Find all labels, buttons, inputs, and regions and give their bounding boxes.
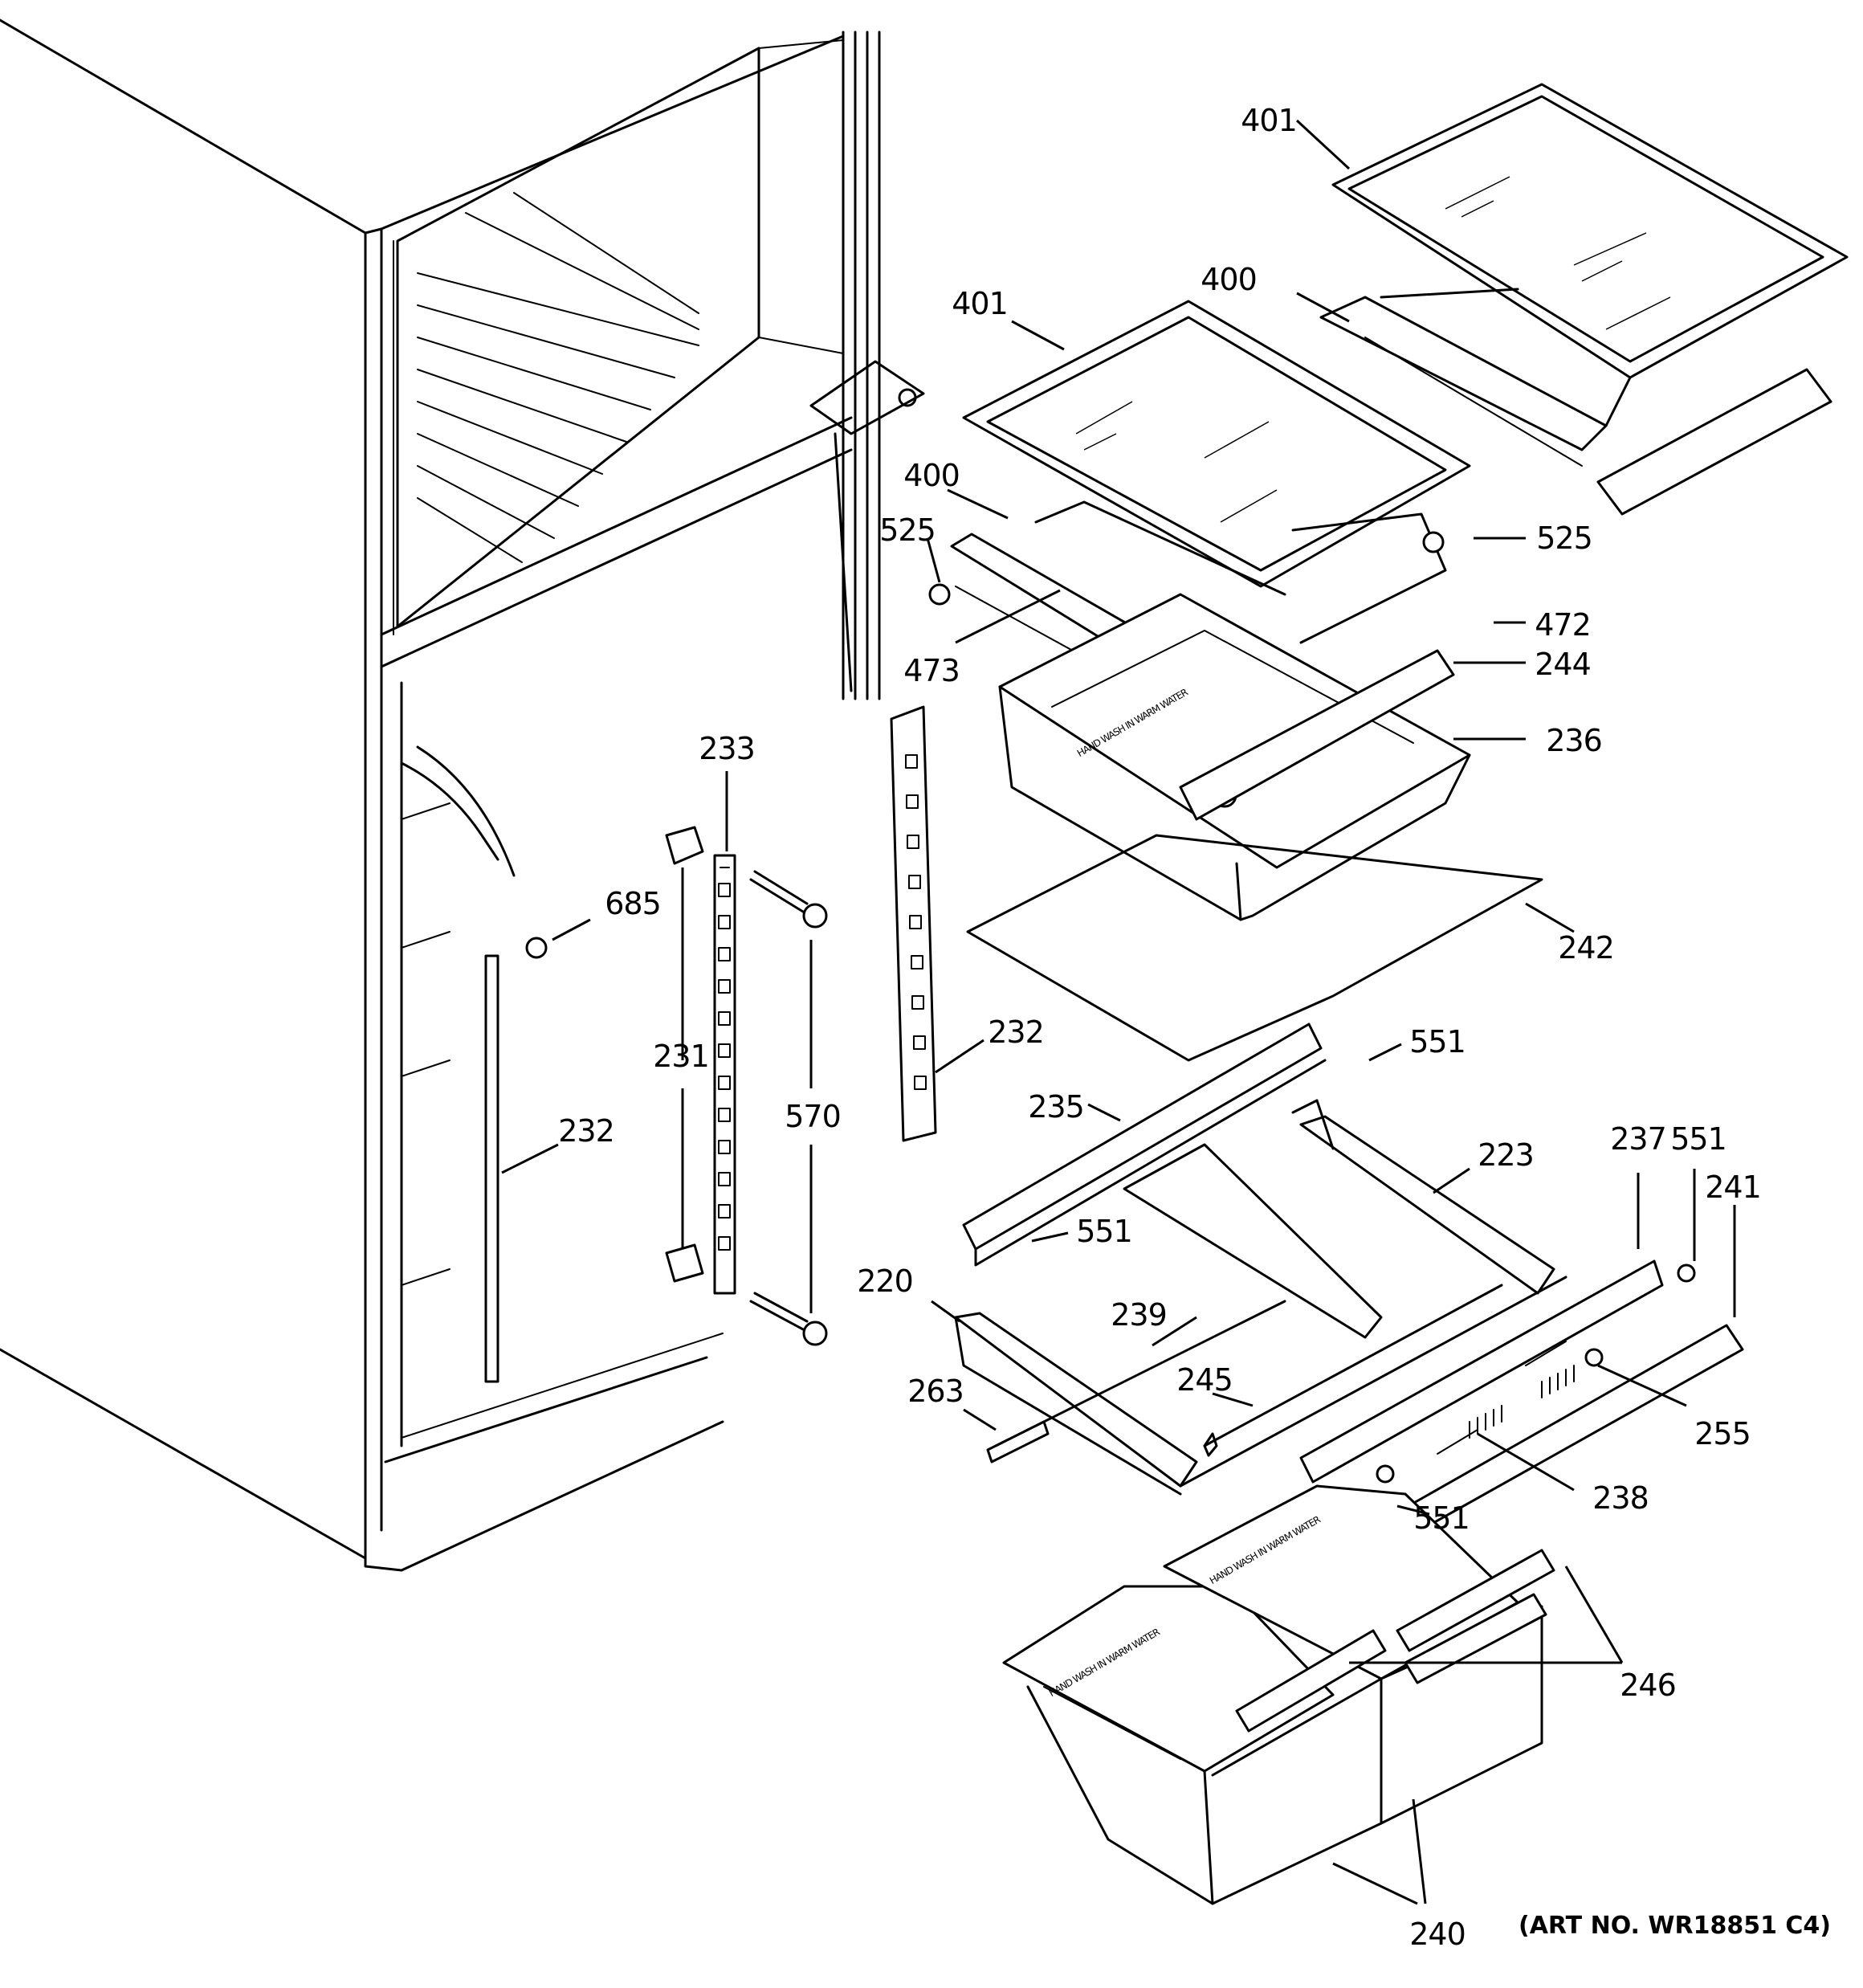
shelf-glass-middle (962, 300, 1471, 588)
label-237: 237 (1610, 1121, 1667, 1157)
label-244: 244 (1535, 647, 1592, 682)
label-525-right: 525 (1536, 520, 1593, 556)
crisper-frame (954, 1023, 1567, 1496)
label-240: 240 (1409, 1917, 1466, 1952)
label-472: 472 (1535, 607, 1592, 643)
label-685: 685 (605, 886, 662, 921)
refrigerator-cabinet (0, 18, 925, 1572)
label-241: 241 (1705, 1170, 1762, 1205)
label-401-middle: 401 (952, 286, 1009, 321)
label-242: 242 (1558, 930, 1615, 965)
label-525-left: 525 (879, 512, 936, 548)
label-245: 245 (1176, 1362, 1233, 1398)
label-401-upper: 401 (1241, 103, 1298, 138)
label-232-left: 232 (558, 1113, 615, 1149)
label-551-b: 551 (1670, 1121, 1727, 1157)
meat-drawer (998, 593, 1471, 921)
label-400-upper: 400 (1201, 262, 1258, 297)
label-231: 231 (653, 1039, 710, 1074)
label-551-a: 551 (1409, 1024, 1466, 1059)
shelf-rails (484, 531, 1445, 1383)
shelf-glass-upper-right (1331, 83, 1849, 379)
label-235: 235 (1028, 1089, 1085, 1125)
art-number: (ART NO. WR18851 C4) (1519, 1912, 1831, 1940)
label-570: 570 (785, 1099, 842, 1134)
label-263: 263 (907, 1374, 964, 1409)
shelf-frame-upper-right (1319, 288, 1832, 516)
label-233: 233 (699, 731, 756, 766)
label-246: 246 (1620, 1668, 1677, 1703)
label-239: 239 (1111, 1297, 1168, 1333)
label-232-right: 232 (988, 1014, 1045, 1050)
leader-lines (501, 119, 1736, 1905)
label-238: 238 (1592, 1480, 1649, 1516)
label-236: 236 (1546, 723, 1603, 758)
label-551-d: 551 (1413, 1500, 1470, 1536)
crisper-cover-glass (966, 834, 1543, 1062)
label-255: 255 (1694, 1416, 1751, 1451)
label-551-c: 551 (1076, 1214, 1133, 1249)
label-220: 220 (857, 1263, 914, 1299)
label-473: 473 (903, 653, 960, 688)
label-400-middle: 400 (903, 458, 960, 493)
label-223: 223 (1478, 1137, 1535, 1173)
crisper-drawers (1002, 1484, 1555, 1905)
